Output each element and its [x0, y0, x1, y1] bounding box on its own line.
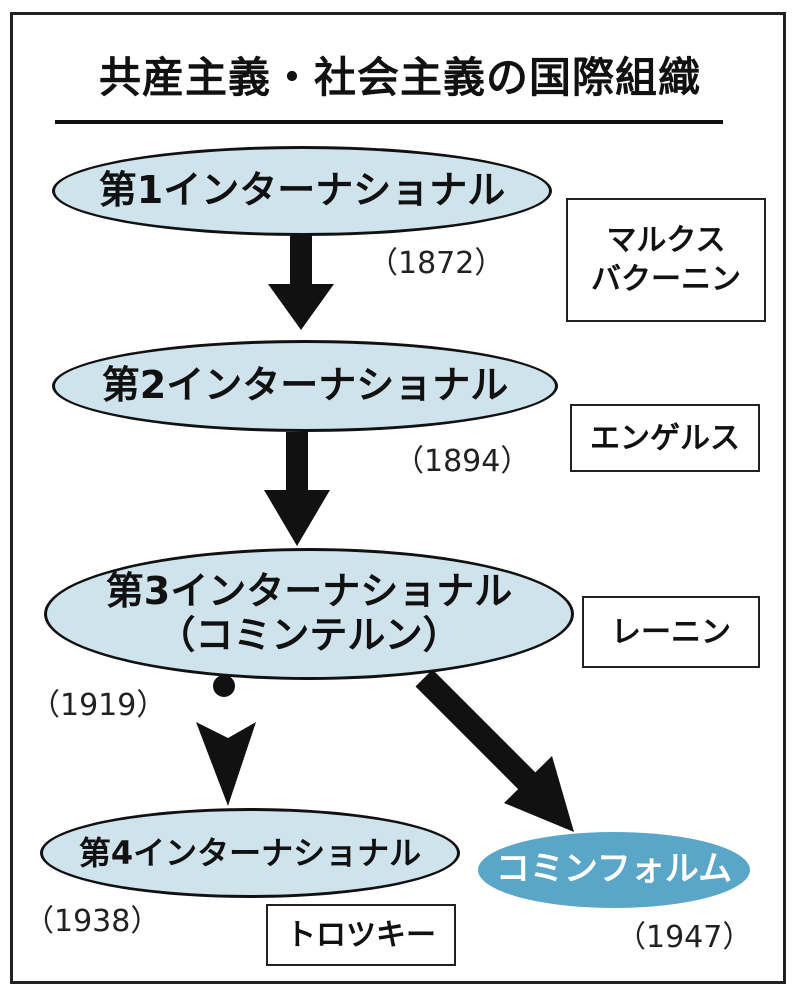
- node-third-international: 第3インターナショナル （コミンテルン）: [44, 548, 574, 680]
- arrow-third-to-fourth: [196, 675, 256, 806]
- person-bakunin: バクーニン: [591, 262, 741, 297]
- year-1894: （1894）: [394, 444, 531, 479]
- people-box-first: マルクス バクーニン: [566, 198, 766, 322]
- person-lenin: レーニン: [611, 614, 731, 650]
- arrow-first-to-second: [268, 233, 334, 330]
- node-first-international: 第1インターナショナル: [52, 146, 552, 236]
- arrow-second-to-third: [264, 432, 330, 546]
- year-1947: （1947）: [616, 920, 753, 955]
- node-fourth-label: 第4インターナショナル: [78, 833, 422, 872]
- page-title: 共産主義・社会主義の国際組織: [98, 53, 701, 102]
- year-1938: （1938）: [24, 904, 161, 939]
- node-third-label: 第3インターナショナル: [105, 569, 513, 614]
- people-box-second: エンゲルス: [570, 404, 760, 472]
- year-1919: （1919）: [30, 688, 167, 723]
- node-cominform: コミンフォルム: [478, 832, 750, 908]
- people-box-third: レーニン: [582, 596, 760, 668]
- title-underline: [55, 120, 723, 124]
- node-second-label: 第2インターナショナル: [101, 363, 509, 408]
- arrow-third-to-cominform: [415, 669, 574, 832]
- node-third-sublabel: （コミンテルン）: [157, 613, 461, 657]
- node-first-label: 第1インターナショナル: [98, 168, 506, 213]
- node-cominform-label: コミンフォルム: [495, 849, 733, 890]
- year-1872: （1872）: [368, 246, 505, 281]
- person-marx: マルクス: [606, 223, 726, 258]
- node-fourth-international: 第4インターナショナル: [40, 808, 460, 898]
- person-trotsky: トロツキー: [286, 917, 436, 953]
- node-second-international: 第2インターナショナル: [52, 340, 558, 432]
- person-engels: エンゲルス: [590, 420, 740, 456]
- people-box-fourth: トロツキー: [266, 904, 456, 966]
